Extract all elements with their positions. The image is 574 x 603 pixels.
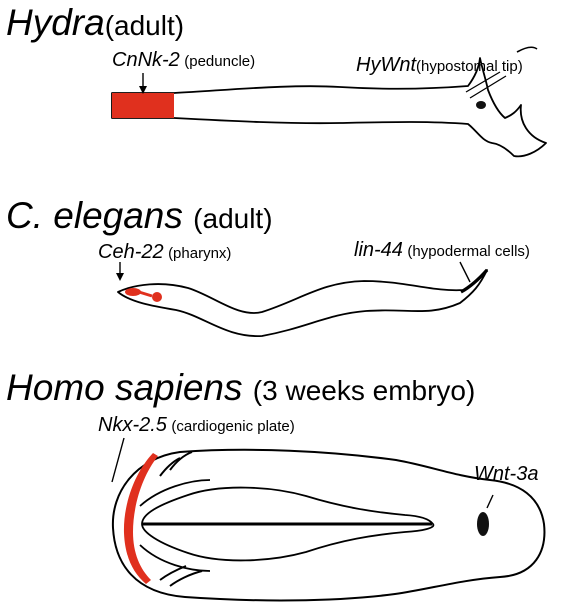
lin44-gene-name: lin-44 [354,239,403,261]
hydra-stage: (adult) [105,10,184,41]
ceh22-pharynx-anterior-bulb [125,288,141,296]
cnnk2-peduncle-expression [112,93,174,118]
ceh22-arrow-head [116,273,124,281]
homo-sapiens-stage: (3 weeks embryo) [253,375,476,406]
homo-sapiens-title: Homo sapiens (3 weeks embryo) [6,369,475,406]
c-elegans-drawing [116,262,487,336]
hydra-tentacle [517,47,537,52]
wnt3a-label: Wnt-3a [474,464,538,484]
nkx25-region: (cardiogenic plate) [171,418,294,435]
lin44-region: (hypodermal cells) [407,243,530,260]
wnt3a-expression [477,512,489,536]
hydra-organism-name: Hydra [6,2,105,43]
homo-sapiens-organism-name: Homo sapiens [6,367,243,408]
lin44-label: lin-44 (hypodermal cells) [354,240,530,260]
wnt3a-gene-name: Wnt-3a [474,463,538,485]
worm-body-outline [118,270,487,336]
hywnt-label: HyWnt(hypostomal tip) [356,55,523,75]
nkx25-label: Nkx-2.5 (cardiogenic plate) [98,415,295,435]
cnnk2-region: (peduncle) [184,53,255,70]
hywnt-hypostomal-tip-expression [476,101,486,109]
hywnt-gene-name: HyWnt [356,54,416,76]
c-elegans-title: C. elegans (adult) [6,197,273,234]
c-elegans-organism-name: C. elegans [6,195,183,236]
cnnk2-gene-name: CnNk-2 [112,49,180,71]
ceh22-region: (pharynx) [168,245,231,262]
nkx25-pointer [112,438,124,482]
ceh22-gene-name: Ceh-22 [98,241,164,263]
c-elegans-stage: (adult) [193,203,272,234]
lin44-pointer [460,262,470,282]
nkx25-gene-name: Nkx-2.5 [98,414,167,436]
hydra-title: Hydra(adult) [6,4,184,41]
ceh22-label: Ceh-22 (pharynx) [98,242,231,262]
hywnt-region: (hypostomal tip) [416,58,523,75]
ceh22-pharynx-terminal-bulb [152,292,162,302]
cnnk2-label: CnNk-2 (peduncle) [112,50,255,70]
